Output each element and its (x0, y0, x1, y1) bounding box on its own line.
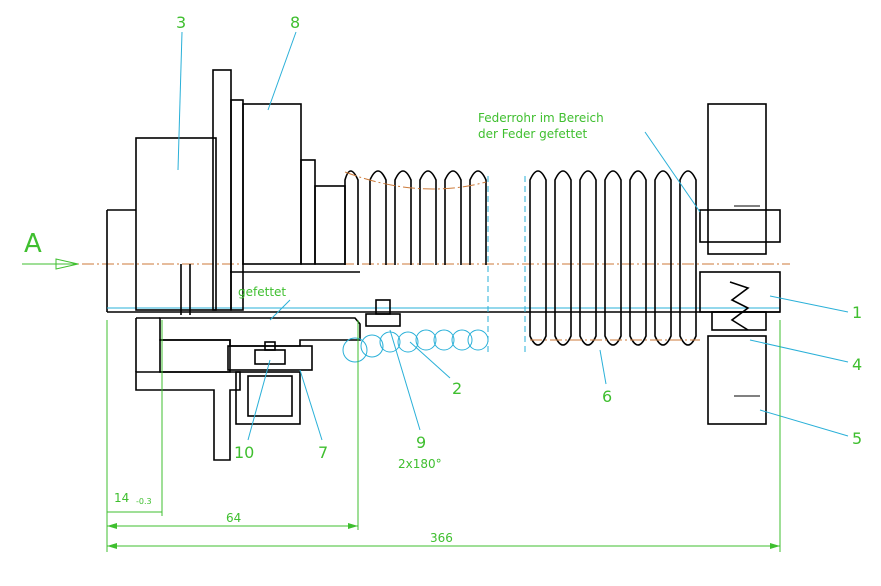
view-letter: A (24, 229, 42, 259)
dim-64: 64 (226, 511, 241, 525)
part-2-balls (342, 329, 489, 363)
note-spring-tube-2: der Feder gefettet (478, 127, 588, 141)
note-spring-tube-1: Federrohr im Bereich (478, 111, 604, 125)
view-arrow-a (22, 258, 79, 270)
dimension-lines (106, 320, 781, 552)
label-part-4: 4 (852, 355, 862, 374)
label-part-10: 10 (234, 443, 254, 462)
label-part-2: 2 (452, 379, 462, 398)
label-part-8: 8 (290, 13, 300, 32)
part-3-block (135, 69, 232, 315)
dim-14: 14 (114, 491, 129, 505)
note-greased: gefettet (238, 285, 286, 299)
spring-left (344, 170, 487, 265)
label-part-6: 6 (602, 387, 612, 406)
spring-right (529, 170, 700, 346)
label-part-7: 7 (318, 443, 328, 462)
dim-14-tolerance: -0.3 (136, 497, 152, 506)
end-fitting (699, 103, 781, 425)
part-9-pin (365, 299, 401, 327)
part-8-disk (230, 99, 346, 311)
label-part-9: 9 (416, 433, 426, 452)
label-part-5: 5 (852, 429, 862, 448)
label-part-1: 1 (852, 303, 862, 322)
part-7-bracket (227, 341, 313, 425)
leader-lines (177, 31, 849, 441)
label-part-9-note: 2x180° (398, 457, 442, 471)
label-part-3: 3 (176, 13, 186, 32)
dim-366: 366 (430, 531, 453, 545)
